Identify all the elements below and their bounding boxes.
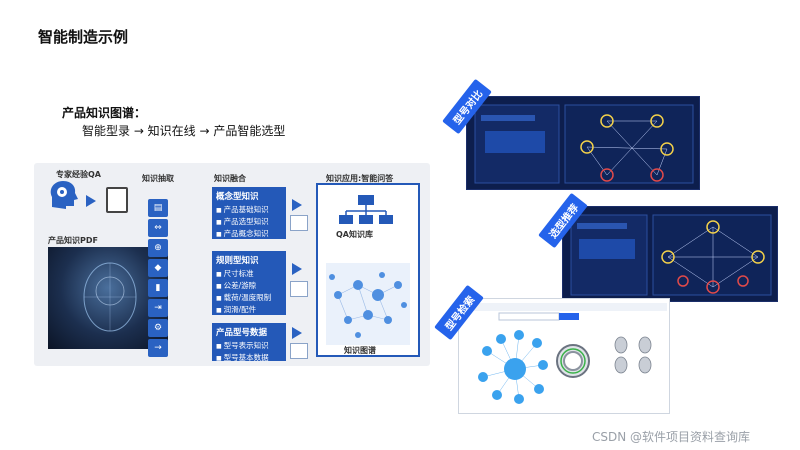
watermark: CSDN @软件项目资料查询库 [592,430,751,444]
product-pdf-label: 产品知识PDF [48,236,98,245]
concept-item: 产品概念知识 [216,228,282,240]
qa-base-label: QA知识库 [336,230,373,239]
model-data-title: 产品型号数据 [216,328,268,338]
extract-icon-8: → [148,339,168,357]
image-icon [290,215,308,231]
application-label: 知识应用:智能问答 [326,174,394,183]
rule-item: 公差/游隙 [216,280,282,292]
extract-icon-3: ⊕ [148,239,168,257]
extract-icon-4: ◆ [148,259,168,277]
concept-knowledge-box: 概念型知识 产品基础知识 产品选型知识 产品概念知识 [212,187,286,239]
extract-icon-7: ⚙ [148,319,168,337]
qa-tree-and-graph [326,195,410,345]
model-data-item: 型号基本数据 [216,352,282,364]
fusion-label: 知识融合 [214,174,246,183]
table-icon [290,281,308,297]
arrow-right-icon [292,199,302,211]
application-box [316,183,420,357]
rule-item: 载荷/温度限制 [216,292,282,304]
extract-icon-2: ⇔ [148,219,168,237]
slide-title: 智能制造示例 [38,28,129,46]
extract-icon-6: ⇥ [148,299,168,317]
expert-qa-label: 专家经验QA [56,170,101,179]
rule-title: 规则型知识 [216,256,259,266]
extract-icon-5: ▮ [148,279,168,297]
rule-item: 尺寸标准 [216,268,282,280]
model-data-item: 型号表示知识 [216,340,282,352]
arrow-right-icon [86,195,96,207]
knowledge-pipeline-diagram: 专家经验QA 产品知识PDF 知识抽取 ▤ ⇔ ⊕ ◆ ▮ ⇥ ⚙ → 知识融合… [34,163,430,366]
document-icon [106,187,128,213]
selection-recommend-screen [562,206,778,302]
extract-label: 知识抽取 [142,174,174,183]
concept-title: 概念型知识 [216,192,259,202]
model-search-screen [458,298,670,414]
kg-heading: 产品知识图谱： [62,106,147,120]
arrow-right-icon [292,327,302,339]
arrow-right-icon [292,263,302,275]
extract-icon-1: ▤ [148,199,168,217]
rule-knowledge-box: 规则型知识 尺寸标准 公差/游隙 载荷/温度限制 润滑/配件 [212,251,286,315]
network-icon [290,343,308,359]
concept-item: 产品选型知识 [216,216,282,228]
rule-item: 润滑/配件 [216,304,282,316]
kg-flow: 智能型录 → 知识在线 → 产品智能选型 [82,124,286,138]
model-compare-screen [466,96,700,190]
concept-item: 产品基础知识 [216,204,282,216]
model-data-box: 产品型号数据 型号表示知识 型号基本数据 [212,323,286,364]
kg-label: 知识图谱 [344,346,376,355]
head-gear-icon [50,181,78,209]
